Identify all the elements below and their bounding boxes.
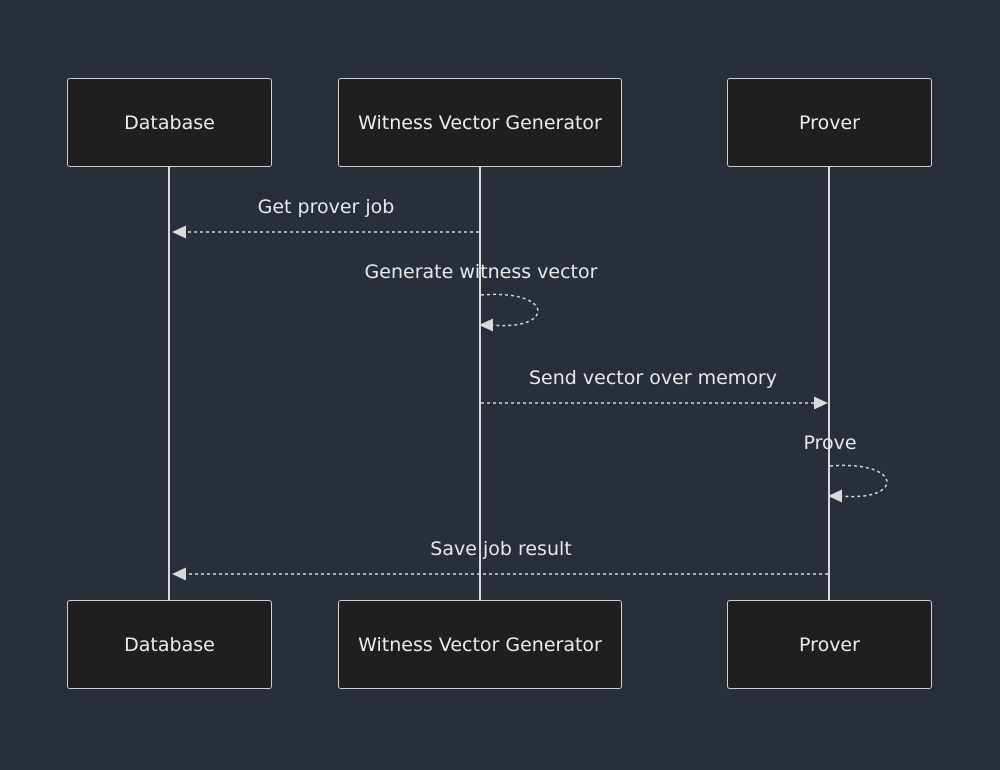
arrow-generate-witness-vector — [480, 293, 539, 327]
arrow-prove — [829, 464, 888, 498]
actor-database-bottom: Database — [67, 600, 272, 689]
actor-witness-vector-generator-bottom: Witness Vector Generator — [338, 600, 622, 689]
message-label-prove: Prove — [803, 432, 857, 454]
actor-witness-vector-generator-bottom-label: Witness Vector Generator — [358, 633, 602, 656]
actor-prover-top-label: Prover — [799, 111, 860, 134]
actor-witness-vector-generator-top: Witness Vector Generator — [338, 78, 622, 167]
actor-database-top-label: Database — [124, 111, 215, 134]
actor-database-bottom-label: Database — [124, 633, 215, 656]
actor-database-top: Database — [67, 78, 272, 167]
message-label-get-prover-job: Get prover job — [257, 196, 395, 218]
actor-prover-bottom: Prover — [727, 600, 932, 689]
arrowhead-generate-witness-vector — [479, 318, 493, 332]
arrowhead-get-prover-job — [172, 225, 186, 239]
actor-prover-bottom-label: Prover — [799, 633, 860, 656]
message-label-send-vector-over-memory: Send vector over memory — [529, 367, 777, 389]
arrowhead-save-job-result — [172, 567, 186, 581]
message-label-generate-witness-vector: Generate witness vector — [364, 261, 598, 283]
arrowhead-send-vector-over-memory — [814, 396, 828, 410]
arrowhead-prove — [828, 489, 842, 503]
actor-witness-vector-generator-top-label: Witness Vector Generator — [358, 111, 602, 134]
message-label-save-job-result: Save job result — [430, 538, 572, 560]
actor-prover-top: Prover — [727, 78, 932, 167]
